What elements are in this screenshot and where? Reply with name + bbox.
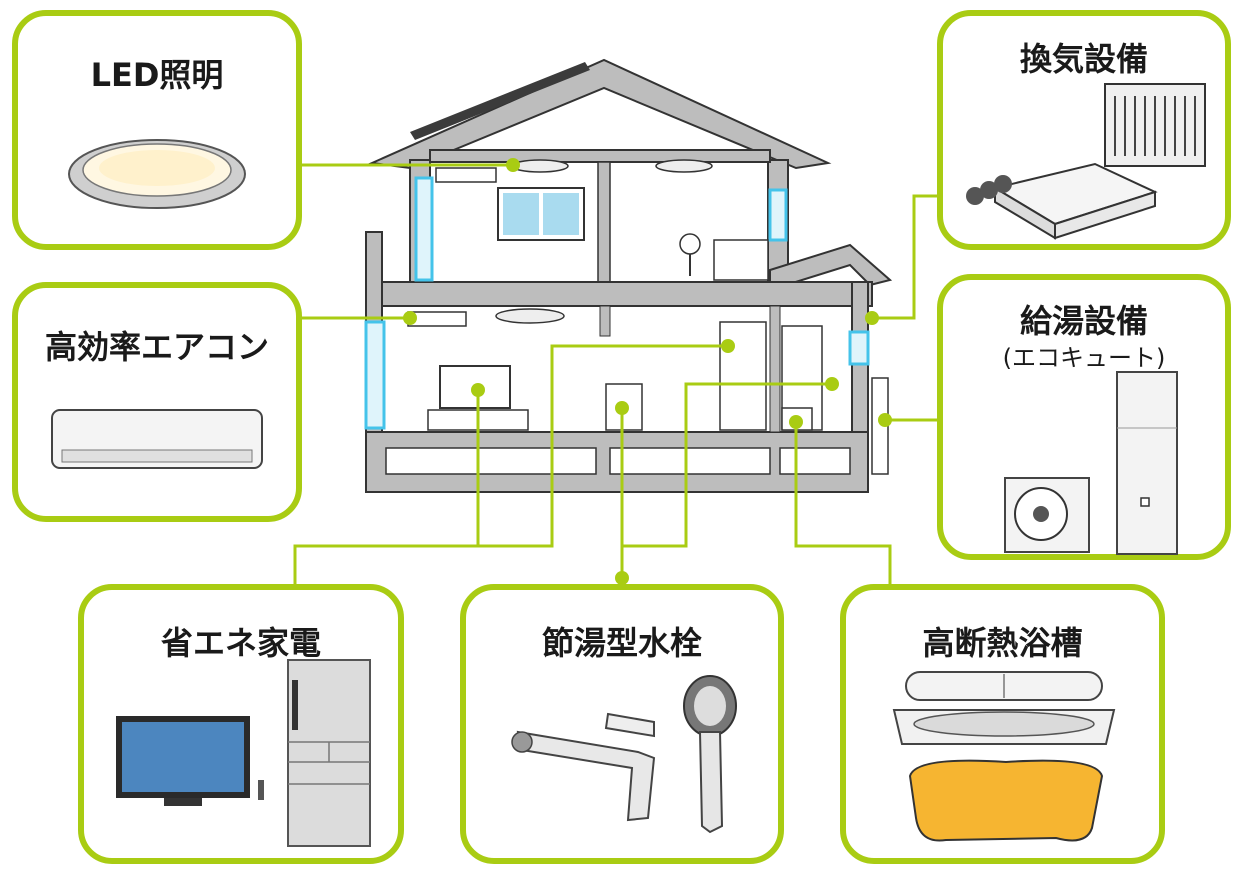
heat-pump-water-heater-icon	[1004, 371, 1178, 555]
insulated-window	[768, 188, 788, 242]
card-title: 節湯型水栓	[541, 624, 702, 662]
insulated-window	[364, 320, 386, 430]
connector-appliances-fridge	[478, 344, 728, 548]
card-title: 高効率エアコン	[44, 328, 269, 366]
ventilation-unit-icon	[966, 83, 1206, 240]
card-title: 給湯設備	[1019, 302, 1148, 340]
house-illustration	[364, 58, 893, 493]
card-led-lighting: LED照明	[12, 10, 302, 250]
card-title: 高断熱浴槽	[922, 624, 1083, 662]
card-faucet: 節湯型水栓	[460, 584, 784, 864]
card-bathtub: 高断熱浴槽	[840, 584, 1165, 864]
insulated-window	[414, 176, 434, 282]
air-conditioner-icon	[51, 409, 263, 469]
ceiling-light-icon	[68, 139, 246, 209]
connector-lines	[293, 163, 940, 584]
card-ventilation: 換気設備	[937, 10, 1231, 250]
insulated-window	[848, 330, 870, 366]
connector-bathtub	[794, 422, 892, 584]
card-title: 換気設備	[1019, 40, 1148, 78]
connector-faucet-bath	[622, 382, 832, 548]
card-title: 省エネ家電	[160, 624, 321, 662]
connector-vent	[872, 194, 940, 320]
insulated-bathtub-icon	[892, 671, 1116, 842]
card-water-heater: 給湯設備 (エコキュート)	[937, 274, 1231, 560]
card-title: LED照明	[90, 56, 224, 94]
card-appliances: 省エネ家電	[78, 584, 404, 864]
connector-appliances-tv	[293, 390, 480, 584]
card-subtitle: (エコキュート)	[1002, 344, 1166, 372]
solar-panel	[410, 62, 590, 140]
connector-dots	[403, 158, 892, 585]
faucet-and-shower-icon	[511, 675, 737, 834]
tv-and-fridge-icon	[116, 659, 371, 847]
card-aircon: 高効率エアコン	[12, 282, 302, 522]
